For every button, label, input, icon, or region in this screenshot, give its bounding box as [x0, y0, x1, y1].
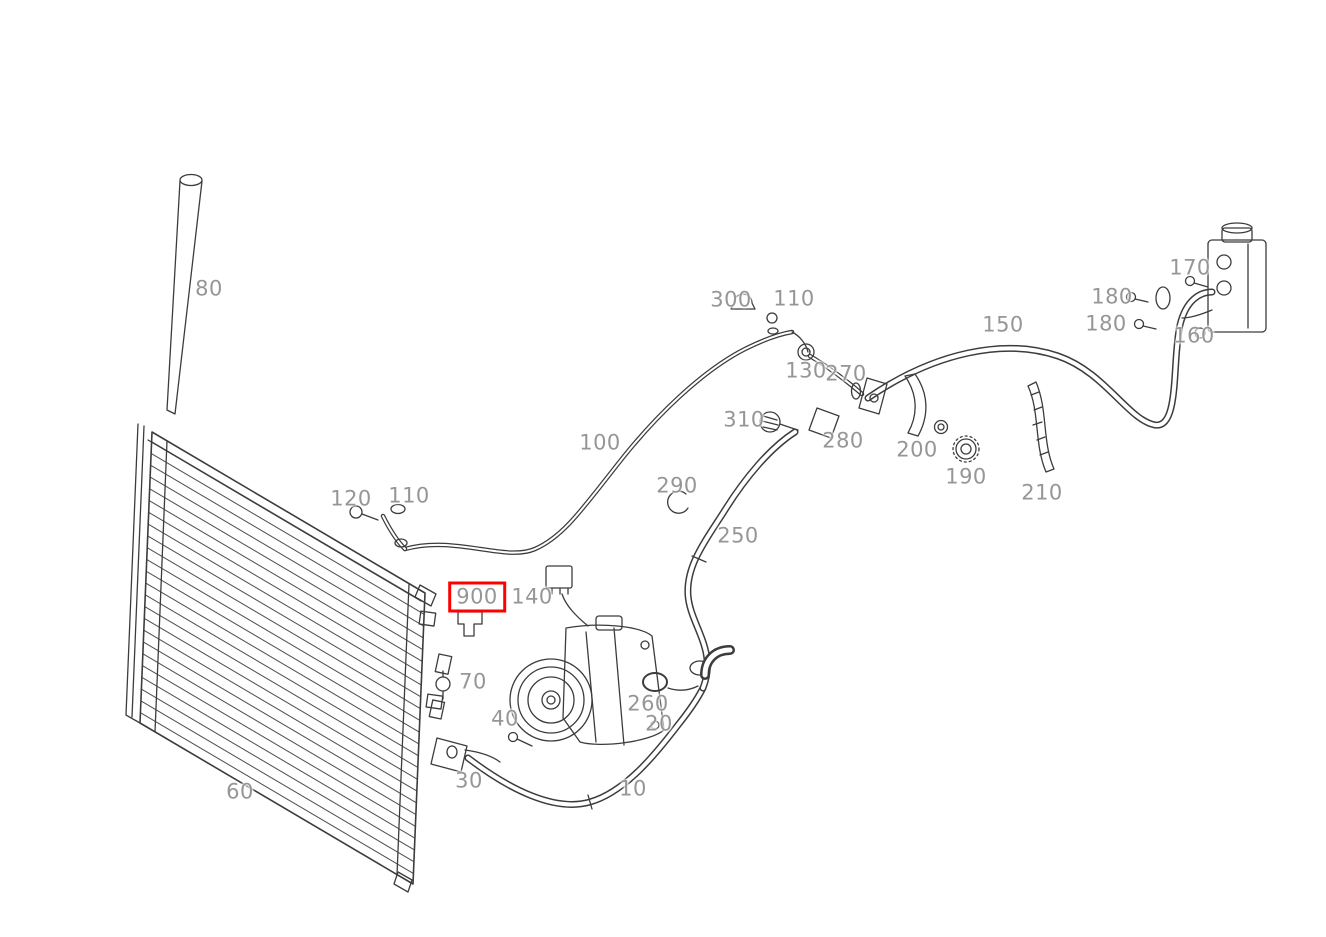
part-label-20[interactable]: 20: [645, 711, 673, 736]
hose-10-art: [464, 684, 707, 810]
grommet-190-art: [952, 435, 980, 463]
part-label-160[interactable]: 160: [1173, 323, 1215, 348]
part-label-130[interactable]: 130: [785, 358, 827, 383]
part-label-280[interactable]: 280: [822, 428, 864, 453]
bracket-900-art: [457, 611, 483, 637]
part-label-10[interactable]: 10: [619, 776, 647, 801]
part-label-30[interactable]: 30: [455, 768, 483, 793]
valve-70-art: [428, 653, 453, 720]
part-label-250[interactable]: 250: [717, 523, 759, 548]
hose-250-art: [684, 428, 799, 692]
part-label-290[interactable]: 290: [656, 473, 698, 498]
nut-130-art: [791, 331, 815, 361]
part-label-60[interactable]: 60: [226, 779, 254, 804]
drier-rod-art: [166, 173, 203, 415]
compressor-art: [509, 615, 665, 746]
bolt-120-art: [349, 503, 408, 548]
part-label-70[interactable]: 70: [459, 669, 487, 694]
clip-290-art: [667, 490, 689, 514]
clip-art: [418, 610, 437, 627]
part-label-260[interactable]: 260: [627, 691, 669, 716]
bracket-200-art: [904, 373, 949, 437]
part-label-190[interactable]: 190: [945, 464, 987, 489]
fitting-30-art: [430, 737, 501, 773]
part-label-180[interactable]: 180: [1085, 311, 1127, 336]
part-label-170[interactable]: 170: [1169, 255, 1211, 280]
connector-140-art: [545, 565, 589, 627]
condenser-art: [125, 423, 437, 893]
part-label-270[interactable]: 270: [825, 361, 867, 386]
clip-art: [425, 693, 444, 710]
expansion-valve-art: [1125, 222, 1267, 339]
part-label-200[interactable]: 200: [896, 437, 938, 462]
oring-20-art: [642, 672, 699, 692]
part-label-900[interactable]: 900: [448, 581, 506, 613]
elbow-art: [689, 645, 735, 680]
hose-150-art: [864, 286, 1216, 429]
part-label-210[interactable]: 210: [1021, 480, 1063, 505]
part-label-100[interactable]: 100: [579, 430, 621, 455]
part-label-150[interactable]: 150: [982, 312, 1024, 337]
part-label-110[interactable]: 110: [388, 483, 430, 508]
strip-210-art: [1027, 381, 1055, 473]
connector-280-art: [808, 377, 888, 439]
part-label-140[interactable]: 140: [511, 584, 553, 609]
part-label-120[interactable]: 120: [330, 486, 372, 511]
part-label-110[interactable]: 110: [773, 286, 815, 311]
part-label-300[interactable]: 300: [710, 287, 752, 312]
part-label-310[interactable]: 310: [723, 407, 765, 432]
part-label-40[interactable]: 40: [491, 706, 519, 731]
cap-310-art: [759, 411, 799, 433]
part-label-180[interactable]: 180: [1091, 284, 1133, 309]
bolt-40-art: [507, 731, 533, 747]
clamp-300-art: [730, 293, 779, 335]
part-label-80[interactable]: 80: [195, 276, 223, 301]
